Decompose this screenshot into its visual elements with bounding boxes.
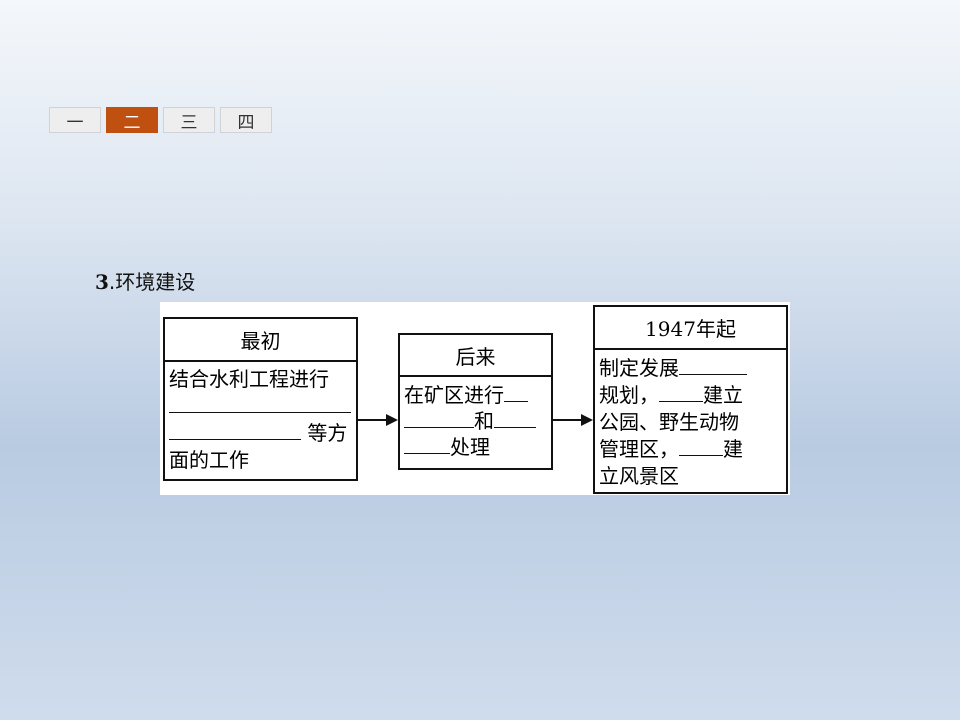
box-initial-line1: 结合水利工程进行 [169, 367, 329, 391]
blank-9 [679, 437, 723, 456]
blank-8 [659, 383, 703, 402]
tab-3[interactable]: 三 [163, 107, 215, 133]
box-1947-line2b: 建立 [703, 383, 743, 407]
blank-4 [404, 409, 474, 428]
blank-1 [169, 394, 351, 413]
arrow-2 [553, 414, 593, 426]
flow-diagram: 最初 结合水利工程进行 等方 面的工作 后来 在矿区进行 和 处理 1947年起… [160, 302, 790, 495]
box-later: 后来 在矿区进行 和 处理 [398, 333, 553, 470]
box-1947: 1947年起 制定发展 规划， 建立 公园、野生动物 管理区， 建 立风景区 [593, 305, 788, 494]
blank-3 [504, 383, 528, 402]
arrow-1 [358, 414, 398, 426]
heading-title: .环境建设 [108, 270, 196, 294]
section-heading: 3.环境建设 [95, 266, 195, 295]
box-initial-line4: 面的工作 [169, 448, 249, 472]
box-initial: 最初 结合水利工程进行 等方 面的工作 [163, 317, 358, 481]
box-1947-line2a: 规划， [599, 383, 659, 407]
box-1947-body: 制定发展 规划， 建立 公园、野生动物 管理区， 建 立风景区 [595, 350, 786, 492]
box-later-header: 后来 [400, 335, 551, 377]
section-tabs: 一 二 三 四 [49, 107, 272, 133]
box-initial-body: 结合水利工程进行 等方 面的工作 [165, 362, 356, 476]
blank-5 [494, 409, 536, 428]
box-later-line3: 处理 [450, 435, 490, 459]
tab-2[interactable]: 二 [106, 107, 158, 133]
box-1947-line3: 公园、野生动物 [599, 410, 739, 434]
box-1947-line4b: 建 [723, 437, 743, 461]
box-later-body: 在矿区进行 和 处理 [400, 377, 551, 462]
box-later-line2: 和 [474, 409, 494, 433]
box-later-line1: 在矿区进行 [404, 383, 504, 407]
box-initial-line3: 等方 [307, 421, 348, 445]
blank-7 [679, 356, 747, 375]
heading-number: 3 [95, 270, 109, 294]
box-1947-line4a: 管理区， [599, 437, 679, 461]
box-1947-line5: 立风景区 [599, 464, 679, 488]
box-1947-line1: 制定发展 [599, 356, 679, 380]
blank-2 [169, 421, 301, 440]
box-1947-header: 1947年起 [595, 307, 786, 350]
tab-1[interactable]: 一 [49, 107, 101, 133]
box-initial-header: 最初 [165, 319, 356, 362]
blank-6 [404, 435, 450, 454]
tab-4[interactable]: 四 [220, 107, 272, 133]
